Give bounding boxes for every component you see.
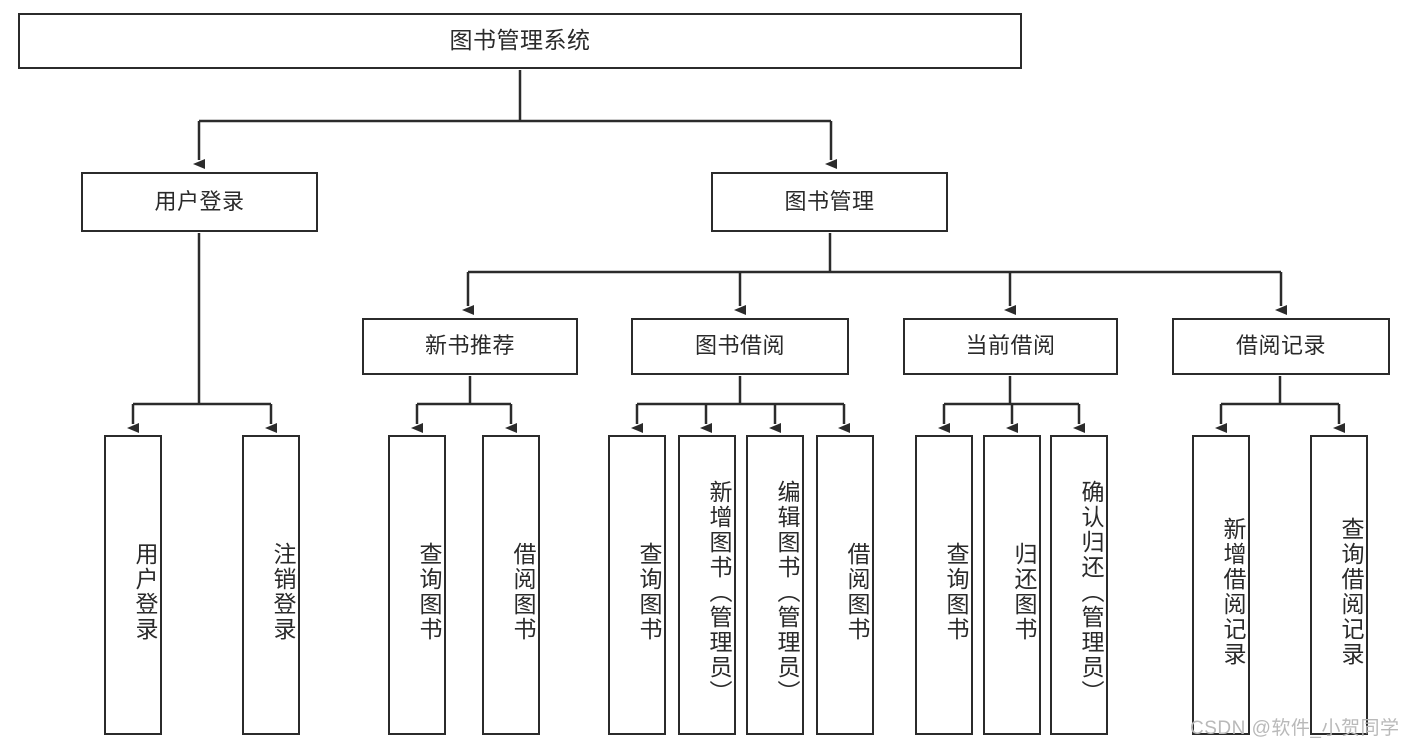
node-label: 用户登录 xyxy=(154,188,245,214)
node-label: 借阅记录 xyxy=(1235,333,1326,359)
node-leaf-add-record[interactable]: 新增借阅记录 xyxy=(1192,435,1250,735)
node-leaf-query-record[interactable]: 查询借阅记录 xyxy=(1310,435,1368,735)
node-leaf-edit-book[interactable]: 编辑图书（管理员） xyxy=(746,435,804,735)
node-label: 新增图书（管理员） xyxy=(706,479,732,705)
node-leaf-borrow-book-1[interactable]: 借阅图书 xyxy=(482,435,540,735)
node-label: 查询图书 xyxy=(943,542,969,642)
node-leaf-user-login[interactable]: 用户登录 xyxy=(104,435,162,735)
node-label: 借阅图书 xyxy=(844,542,870,642)
node-book-borrow[interactable]: 图书借阅 xyxy=(631,318,849,375)
node-label: 图书管理系统 xyxy=(449,27,591,54)
node-label: 新增借阅记录 xyxy=(1220,517,1246,667)
node-label: 查询图书 xyxy=(636,542,662,642)
node-label: 确认归还（管理员） xyxy=(1078,479,1104,705)
node-leaf-query-book-1[interactable]: 查询图书 xyxy=(388,435,446,735)
node-label: 新书推荐 xyxy=(424,333,515,359)
node-label: 注销登录 xyxy=(270,542,296,642)
node-root-book-management-system[interactable]: 图书管理系统 xyxy=(18,13,1022,69)
watermark-text: CSDN @软件_小贺同学 xyxy=(1190,718,1400,739)
node-label: 图书管理 xyxy=(784,188,875,214)
node-leaf-logout-login[interactable]: 注销登录 xyxy=(242,435,300,735)
node-label: 图书借阅 xyxy=(694,333,785,359)
node-borrow-record[interactable]: 借阅记录 xyxy=(1172,318,1390,375)
node-book-management[interactable]: 图书管理 xyxy=(711,172,948,232)
node-current-borrow[interactable]: 当前借阅 xyxy=(903,318,1118,375)
node-label: 用户登录 xyxy=(132,542,158,642)
node-label: 归还图书 xyxy=(1011,542,1037,642)
node-leaf-query-book-2[interactable]: 查询图书 xyxy=(608,435,666,735)
node-leaf-confirm-return[interactable]: 确认归还（管理员） xyxy=(1050,435,1108,735)
node-label: 编辑图书（管理员） xyxy=(774,479,800,705)
node-label: 查询借阅记录 xyxy=(1338,517,1364,667)
node-user-login[interactable]: 用户登录 xyxy=(81,172,318,232)
node-label: 当前借阅 xyxy=(965,333,1056,359)
node-label: 借阅图书 xyxy=(510,542,536,642)
node-leaf-borrow-book-2[interactable]: 借阅图书 xyxy=(816,435,874,735)
node-leaf-return-book[interactable]: 归还图书 xyxy=(983,435,1041,735)
node-leaf-query-book-3[interactable]: 查询图书 xyxy=(915,435,973,735)
node-label: 查询图书 xyxy=(416,542,442,642)
node-leaf-add-book[interactable]: 新增图书（管理员） xyxy=(678,435,736,735)
node-new-book-recommend[interactable]: 新书推荐 xyxy=(362,318,578,375)
